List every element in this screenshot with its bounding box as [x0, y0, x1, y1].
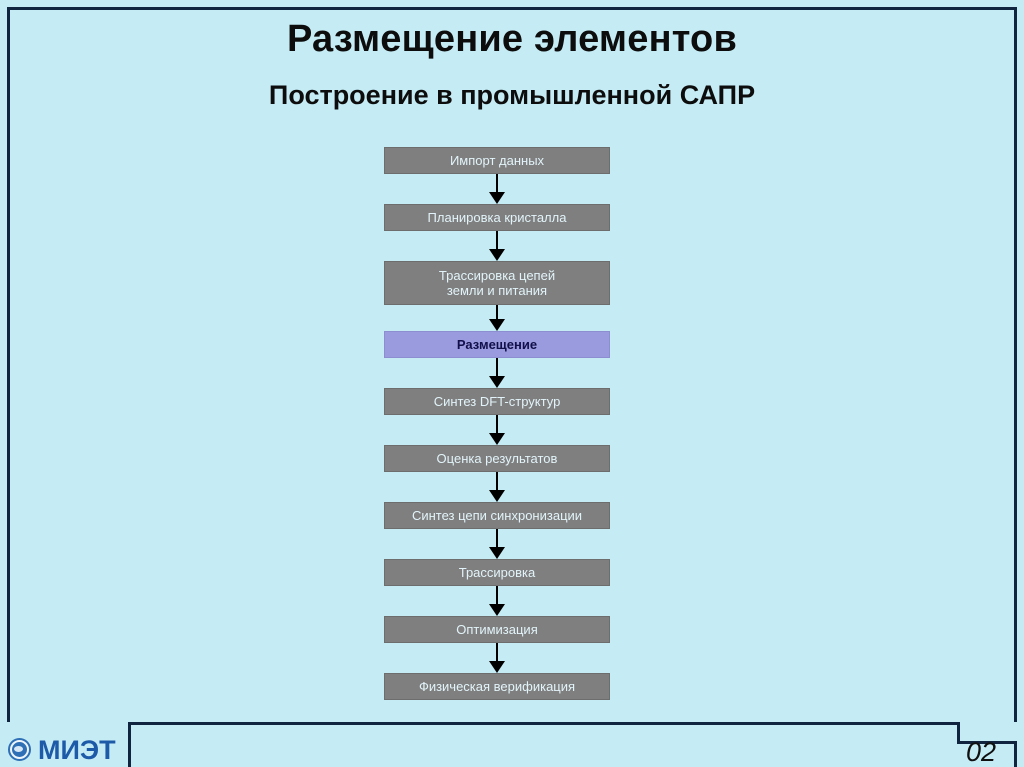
flow-node-label: Физическая верификация: [418, 679, 576, 694]
flow-arrow: [384, 415, 610, 445]
flow-node-label: Планировка кристалла: [427, 210, 567, 225]
frame-right-lower-edge: [1014, 741, 1017, 767]
page-title: Размещение элементов: [286, 18, 738, 60]
flow-node-label: Синтез цепи синхронизации: [411, 508, 583, 523]
flow-node-active: Размещение: [384, 331, 610, 358]
frame-bottom-right-edge: [957, 741, 1017, 744]
flow-node: Импорт данных: [384, 147, 610, 174]
flow-node: Синтез цепи синхронизации: [384, 502, 610, 529]
flow-arrow: [384, 174, 610, 204]
page-number: 02: [966, 737, 997, 767]
flow-node-label: Оптимизация: [456, 622, 538, 637]
flow-node: Оптимизация: [384, 616, 610, 643]
miet-emblem-icon: [8, 737, 33, 763]
frame-bottom-edge: [128, 722, 957, 725]
flow-node-label: Импорт данных: [449, 153, 545, 168]
flow-arrow: [384, 643, 610, 673]
frame-top-edge: [7, 7, 1017, 10]
frame-notch-left: [128, 722, 131, 767]
frame-left-edge: [7, 7, 10, 722]
flow-node: Оценка результатов: [384, 445, 610, 472]
flow-arrow: [384, 472, 610, 502]
flow-node-label: земли и питания: [446, 283, 548, 298]
flow-node-label: Трассировка цепей: [438, 268, 556, 283]
flow-node-label: Синтез DFT-структур: [433, 394, 561, 409]
flow-node-label: Размещение: [456, 337, 538, 352]
flow-node-label: Оценка результатов: [436, 451, 558, 466]
miet-logo: МИЭТ: [8, 735, 116, 765]
flow-node: Планировка кристалла: [384, 204, 610, 231]
flow-node-label: Трассировка: [458, 565, 536, 580]
flow-node: Физическая верификация: [384, 673, 610, 700]
frame-notch-right: [957, 722, 960, 744]
flow-arrow: [384, 529, 610, 559]
flow-arrow: [384, 305, 610, 331]
flow-node: Трассировка: [384, 559, 610, 586]
page-subtitle: Построение в промышленной САПР: [268, 80, 756, 110]
flow-arrow: [384, 586, 610, 616]
flow-arrow: [384, 231, 610, 261]
frame-right-edge: [1014, 7, 1017, 722]
flow-arrow: [384, 358, 610, 388]
flow-node: Синтез DFT-структур: [384, 388, 610, 415]
miet-logo-text: МИЭТ: [38, 734, 116, 765]
